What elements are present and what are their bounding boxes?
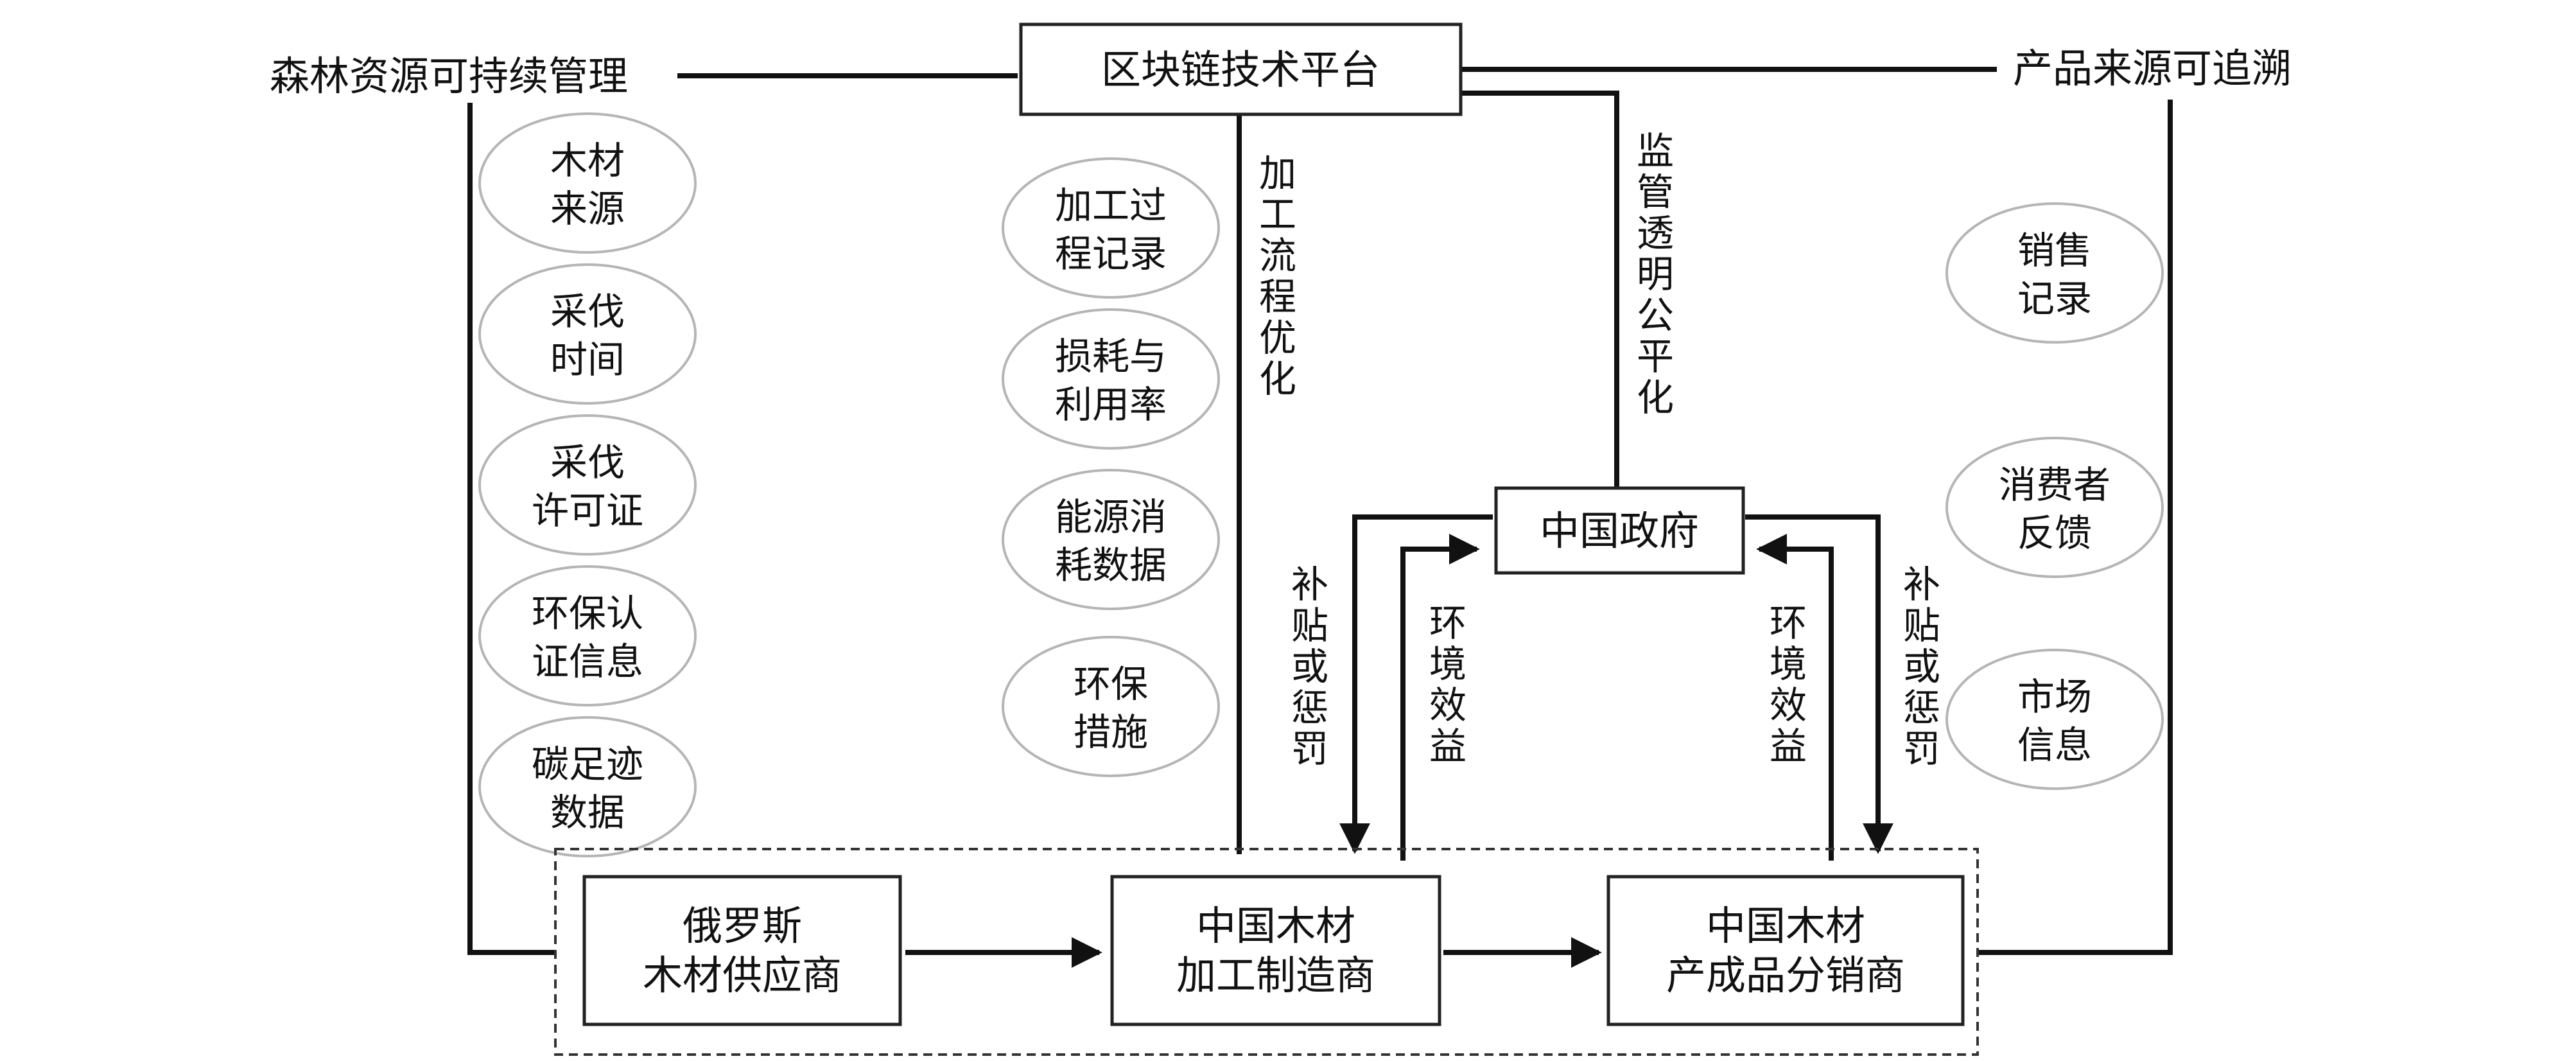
ellipse-label: 耗数据	[1055, 543, 1167, 587]
russian-supplier-box	[582, 875, 902, 1026]
ellipse-wood-source	[478, 112, 697, 254]
ellipse-label: 证信息	[532, 640, 643, 683]
ellipse-logging-permit	[478, 414, 697, 556]
distributor-label-line2: 产成品分销商	[1666, 952, 1905, 999]
ellipse-label: 碳足迹	[532, 742, 643, 786]
china-distributor-box	[1606, 875, 1965, 1026]
vertical-label-supervision: 监管透明公平化	[1637, 129, 1674, 419]
ellipse-env-measures	[1002, 636, 1220, 777]
ellipse-label: 许可证	[532, 489, 643, 532]
line-right-to-distributor	[1978, 100, 2173, 955]
ellipse-consumer-feedback	[1945, 437, 2164, 578]
ellipse-label: 采伐	[550, 290, 625, 333]
arrow-gov-to-distributor	[1745, 514, 1893, 854]
distributor-label-line1: 中国木材	[1706, 902, 1865, 949]
ellipse-label: 木材	[550, 139, 625, 182]
arrow-manufacturer-to-gov	[1400, 534, 1480, 861]
vertical-label-process-optimization: 加工流程优化	[1259, 152, 1296, 401]
ellipse-sales-record	[1945, 202, 2164, 344]
ellipse-logging-time	[478, 263, 697, 405]
ellipse-label: 时间	[550, 338, 625, 381]
supplier-label-line1: 俄罗斯	[683, 902, 802, 949]
line-platform-to-government	[1458, 91, 1619, 489]
government-box	[1494, 486, 1745, 575]
supplier-label-line2: 木材供应商	[643, 952, 842, 999]
ellipse-label: 环保	[1074, 662, 1148, 706]
ellipse-market-info	[1945, 649, 2164, 790]
arrow-distributor-to-gov	[1756, 534, 1834, 861]
ellipse-energy-data	[1002, 469, 1220, 610]
manufacturer-label-line2: 加工制造商	[1176, 952, 1375, 999]
arrow-gov-to-manufacturer	[1339, 514, 1493, 854]
ellipse-label: 销售	[2017, 229, 2092, 272]
ellipse-env-cert	[478, 565, 697, 706]
ellipse-label: 利用率	[1055, 383, 1167, 426]
government-label: 中国政府	[1540, 507, 1699, 554]
ellipse-label: 能源消	[1055, 495, 1167, 539]
ellipse-label: 记录	[2017, 277, 2092, 320]
ellipse-label: 信息	[2017, 723, 2092, 767]
supply-chain-container	[554, 848, 1979, 1056]
ellipse-label: 反馈	[2017, 511, 2092, 555]
ellipse-carbon-footprint	[478, 716, 697, 857]
ellipse-loss-utilization	[1002, 308, 1220, 450]
right-ellipse-group: 销售 记录 消费者 反馈 市场 信息	[1945, 202, 2164, 790]
ellipse-label: 损耗与	[1055, 335, 1167, 378]
line-left-to-supplier	[467, 103, 555, 955]
ellipse-label: 消费者	[1999, 463, 2110, 507]
middle-ellipse-group: 加工过 程记录 损耗与 利用率 能源消 耗数据 环保 措施	[1002, 157, 1220, 777]
ellipse-label: 数据	[550, 791, 625, 834]
blockchain-platform-box	[1019, 22, 1463, 116]
ellipse-process-record	[1002, 157, 1220, 299]
ellipse-label: 程记录	[1055, 232, 1167, 276]
blockchain-platform-label: 区块链技术平台	[1101, 46, 1380, 93]
ellipse-label: 采伐	[550, 441, 625, 484]
china-manufacturer-box	[1110, 875, 1441, 1026]
vertical-label-subsidy-right: 补贴或惩罚	[1903, 563, 1940, 771]
ellipse-label: 加工过	[1055, 184, 1167, 227]
connector-lines	[467, 67, 2173, 968]
vertical-label-env-benefit-left: 环境效益	[1429, 601, 1466, 768]
left-top-label: 森林资源可持续管理	[270, 53, 628, 100]
ellipse-label: 市场	[2017, 675, 2092, 719]
ellipse-label: 来源	[550, 187, 625, 231]
right-top-label: 产品来源可追溯	[2013, 45, 2292, 92]
ellipse-label: 措施	[1074, 710, 1148, 754]
vertical-label-env-benefit-right: 环境效益	[1770, 601, 1807, 768]
manufacturer-label-line1: 中国木材	[1196, 902, 1355, 949]
left-ellipse-group: 木材 来源 采伐 时间 采伐 许可证 环保认 证信息 碳足迹 数据	[478, 112, 697, 857]
ellipse-label: 环保认	[532, 592, 643, 635]
vertical-label-subsidy-left: 补贴或惩罚	[1291, 563, 1328, 771]
